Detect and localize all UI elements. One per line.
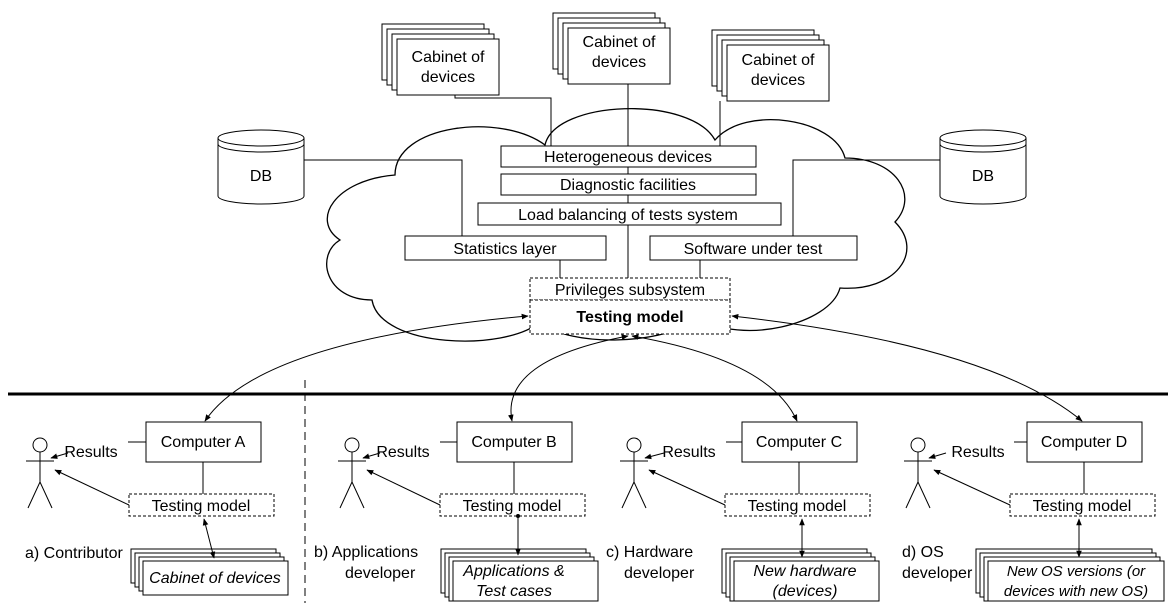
resource-label: Applications & bbox=[462, 563, 564, 580]
role-caption: d) OS bbox=[902, 544, 944, 561]
layer-privileges-subsystem: Privileges subsystem bbox=[529, 277, 731, 301]
layer-label: Heterogeneous devices bbox=[544, 149, 712, 166]
user-group-c: Computer C Results Testing model New har… bbox=[606, 421, 880, 602]
role-caption: c) Hardware bbox=[606, 544, 693, 561]
cabinet-stack-middle: Cabinet of devices bbox=[552, 12, 671, 85]
cabinet-label-line1: Cabinet of bbox=[742, 52, 815, 69]
database-label: DB bbox=[972, 168, 994, 185]
resource-label: New hardware bbox=[753, 563, 856, 580]
computer-label: Computer A bbox=[161, 434, 246, 451]
computer-box bbox=[741, 421, 858, 463]
layer-heterogeneous-devices: Heterogeneous devices bbox=[500, 145, 757, 168]
layer-label: Statistics layer bbox=[453, 241, 557, 258]
cloud-computer-arrows bbox=[204, 313, 1083, 422]
database-right: DB bbox=[939, 129, 1027, 205]
computer-label: Computer B bbox=[471, 434, 556, 451]
database-left: DB bbox=[217, 129, 305, 205]
layer-statistics: Statistics layer bbox=[404, 235, 607, 261]
cabinet-label-line2: devices bbox=[592, 54, 646, 71]
results-label: Results bbox=[662, 444, 715, 461]
computer-box bbox=[145, 421, 262, 463]
db-connectors bbox=[304, 159, 940, 236]
resource-label: (devices) bbox=[773, 583, 838, 600]
resource-box bbox=[142, 560, 289, 596]
user-group-d: Computer D Results Testing model New OS … bbox=[902, 421, 1165, 602]
layer-label: Testing model bbox=[576, 309, 683, 326]
cabinet-label-line2: devices bbox=[421, 69, 475, 86]
layer-label: Privileges subsystem bbox=[555, 282, 705, 299]
cabinet-label-line1: Cabinet of bbox=[412, 49, 485, 66]
resource-label: Test cases bbox=[476, 583, 552, 600]
user-group-b: Computer B Results Testing model Applica… bbox=[314, 421, 599, 602]
role-caption: developer bbox=[624, 565, 695, 582]
stick-figure-icon bbox=[26, 437, 54, 509]
cabinet-label-line2: devices bbox=[751, 72, 805, 89]
stick-figure-icon bbox=[904, 437, 932, 509]
layer-label: Software under test bbox=[684, 241, 823, 258]
results-label: Results bbox=[64, 444, 117, 461]
results-label: Results bbox=[376, 444, 429, 461]
resource-box bbox=[987, 560, 1165, 602]
cloud-internal-connectors bbox=[559, 260, 701, 278]
computer-label: Computer D bbox=[1041, 434, 1127, 451]
testing-model-label: Testing model bbox=[1033, 498, 1132, 515]
resource-label: Cabinet of devices bbox=[149, 570, 281, 587]
role-caption: b) Applications bbox=[314, 544, 418, 561]
resource-box bbox=[733, 560, 880, 602]
cabinet-label-line1: Cabinet of bbox=[583, 34, 656, 51]
resource-box bbox=[452, 560, 599, 602]
testing-model-label: Testing model bbox=[463, 498, 562, 515]
cabinet-stack-right: Cabinet of devices bbox=[711, 29, 830, 102]
role-caption: developer bbox=[345, 565, 416, 582]
resource-label: New OS versions (or bbox=[1007, 563, 1146, 580]
resource-label: devices with new OS) bbox=[1004, 583, 1148, 600]
layer-testing-model: Testing model bbox=[529, 299, 731, 335]
results-label: Results bbox=[951, 444, 1004, 461]
layer-load-balancing: Load balancing of tests system bbox=[477, 202, 782, 226]
user-group-a: Computer A Results Testing model Cabinet… bbox=[25, 421, 289, 596]
cabinet-stack-left: Cabinet of devices bbox=[381, 23, 500, 96]
role-caption: a) Contributor bbox=[25, 545, 123, 562]
layer-label: Diagnostic facilities bbox=[560, 177, 696, 194]
testing-model-label: Testing model bbox=[152, 498, 251, 515]
layer-diagnostic-facilities: Diagnostic facilities bbox=[500, 173, 757, 196]
database-label: DB bbox=[250, 168, 272, 185]
computer-box bbox=[1026, 421, 1143, 463]
testing-model-label: Testing model bbox=[748, 498, 847, 515]
layer-label: Load balancing of tests system bbox=[518, 207, 738, 224]
stick-figure-icon bbox=[620, 437, 648, 509]
computer-label: Computer C bbox=[756, 434, 842, 451]
role-caption: developer bbox=[902, 565, 973, 582]
stick-figure-icon bbox=[338, 437, 366, 509]
layer-software-under-test: Software under test bbox=[649, 235, 858, 261]
